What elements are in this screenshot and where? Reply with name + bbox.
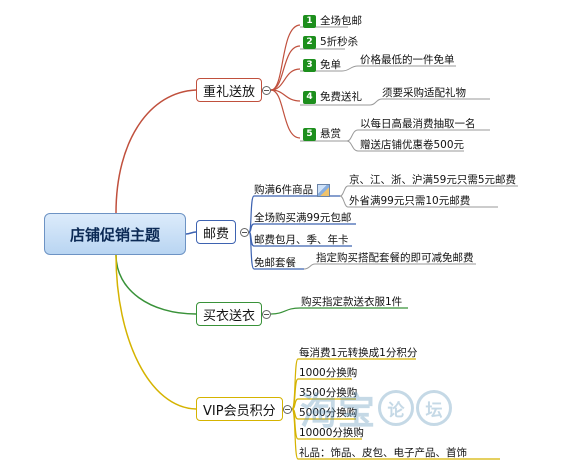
gift-item-5-detail-2[interactable]: 赠送店铺优惠卷500元 xyxy=(360,139,465,151)
branch-shipping[interactable]: 邮费 xyxy=(196,220,237,244)
connector-gift-3 xyxy=(270,68,301,91)
branch-vip[interactable]: VIP会员积分 xyxy=(196,397,283,421)
vip-item-4[interactable]: 5000分换购 xyxy=(299,407,358,419)
number-badge: 4 xyxy=(303,90,316,104)
number-badge: 3 xyxy=(303,58,316,72)
connector-vip-3 xyxy=(291,398,356,410)
branch-clothes[interactable]: 买衣送衣 xyxy=(196,302,263,326)
shipping-item-4-detail[interactable]: 指定购买搭配套餐的即可减免邮费 xyxy=(316,252,474,264)
gift-item-label: 免单 xyxy=(320,59,341,71)
number-badge: 5 xyxy=(303,127,316,141)
gift-item-4-detail[interactable]: 须要采购适配礼物 xyxy=(382,87,466,99)
memo-icon xyxy=(317,183,331,197)
number-badge: 1 xyxy=(303,14,316,28)
gift-item-1[interactable]: 1 全场包邮 xyxy=(303,14,362,28)
gift-item-label: 悬赏 xyxy=(320,128,341,140)
gift-item-label: 5折秒杀 xyxy=(320,36,359,48)
shipping-item-4[interactable]: 免邮套餐 xyxy=(254,257,296,269)
collapse-toggle-shipping[interactable] xyxy=(240,228,249,237)
connector-gift-5-detail-1 xyxy=(346,129,490,142)
root-topic[interactable]: 店铺促销主题 xyxy=(44,213,186,255)
gift-item-label: 免费送礼 xyxy=(320,91,362,103)
shipping-item-1[interactable]: 购满6件商品 xyxy=(254,183,331,197)
shipping-item-3[interactable]: 邮费包月、季、年卡 xyxy=(254,234,349,246)
vip-item-6[interactable]: 礼品：饰品、皮包、电子产品、首饰 xyxy=(299,447,467,459)
connector-root-gift xyxy=(115,89,197,214)
vip-item-1[interactable]: 每消费1元转换成1分积分 xyxy=(299,347,418,359)
gift-item-3-detail[interactable]: 价格最低的一件免单 xyxy=(360,54,455,66)
connector-shipping-2 xyxy=(248,223,356,233)
number-badge: 2 xyxy=(303,35,316,49)
connector-gift-5-detail-2 xyxy=(346,140,464,152)
branch-gift[interactable]: 重礼送放 xyxy=(196,78,263,102)
connector-gift-4-detail xyxy=(369,98,490,106)
gift-item-5-detail-1[interactable]: 以每日高最消费抽取一名 xyxy=(360,118,476,130)
collapse-toggle-vip[interactable] xyxy=(283,405,292,414)
connector-root-vip xyxy=(115,254,197,410)
connector-shipping-1 xyxy=(248,195,340,233)
shipping-item-label: 购满6件商品 xyxy=(254,184,314,196)
connector-clothes-detail xyxy=(270,307,408,315)
connector-shipping-4-detail xyxy=(303,263,476,270)
clothes-detail[interactable]: 购买指定款送衣服1件 xyxy=(301,296,403,308)
connector-gift-3-detail xyxy=(341,65,456,72)
shipping-item-1-detail-2[interactable]: 外省满99元只需10元邮费 xyxy=(349,195,471,207)
connector-shipping-1-detail-1 xyxy=(339,185,518,197)
collapse-toggle-gift[interactable] xyxy=(262,86,271,95)
vip-item-3[interactable]: 3500分换购 xyxy=(299,387,358,399)
connector-gift-2 xyxy=(270,45,301,91)
collapse-toggle-clothes[interactable] xyxy=(262,310,271,319)
connector-vip-6 xyxy=(291,408,500,460)
connector-root-clothes xyxy=(115,254,197,315)
gift-item-3[interactable]: 3 免单 xyxy=(303,58,341,72)
connector-root-shipping xyxy=(185,231,197,235)
vip-item-2[interactable]: 1000分换购 xyxy=(299,367,358,379)
gift-item-5[interactable]: 5 悬赏 xyxy=(303,127,341,141)
vip-item-5[interactable]: 10000分换购 xyxy=(299,427,364,439)
shipping-item-1-detail-1[interactable]: 京、江、浙、沪满59元只需5元邮费 xyxy=(349,174,517,186)
connector-gift-1 xyxy=(270,24,301,91)
gift-item-label: 全场包邮 xyxy=(320,15,362,27)
gift-item-4[interactable]: 4 免费送礼 xyxy=(303,90,362,104)
connector-gift-5 xyxy=(270,89,301,139)
connector-shipping-1-detail-2 xyxy=(339,195,498,208)
shipping-item-2[interactable]: 全场购买满99元包邮 xyxy=(254,212,352,224)
gift-item-2[interactable]: 2 5折秒杀 xyxy=(303,35,358,49)
connector-shipping-4 xyxy=(248,231,304,270)
